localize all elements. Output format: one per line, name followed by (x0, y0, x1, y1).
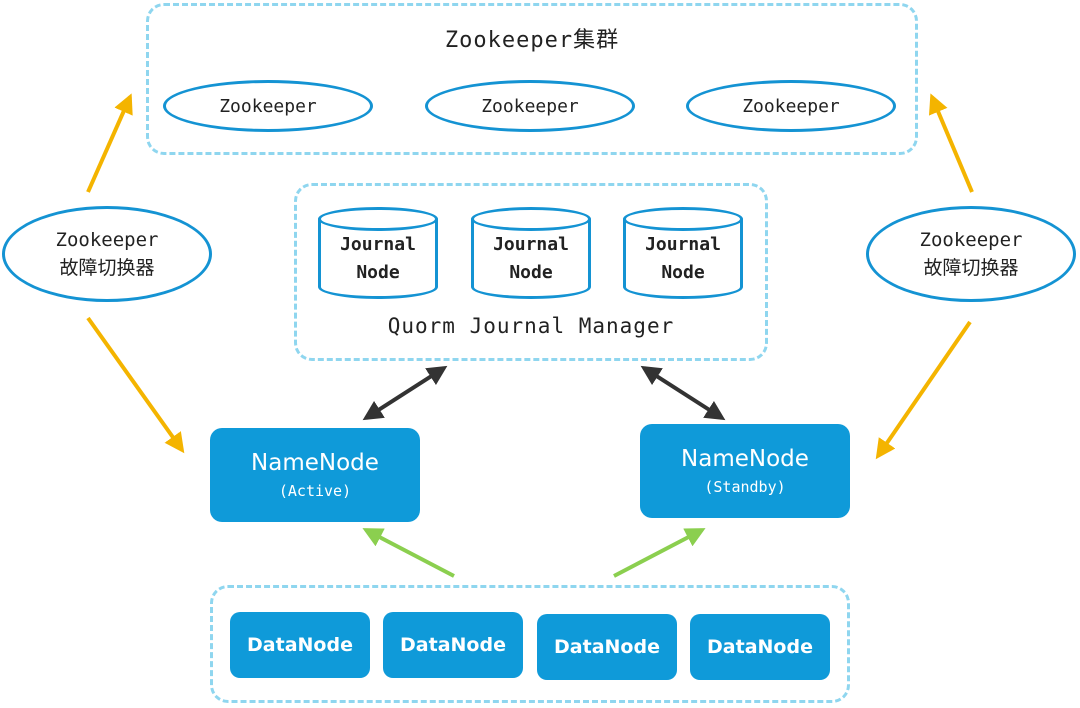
namenode-active: NameNode (Active) (210, 428, 420, 522)
datanode-1: DataNode (230, 612, 370, 678)
qjm-group: Quorm Journal Manager (294, 183, 768, 361)
qjm-label: Quorm Journal Manager (387, 314, 675, 338)
datanode-3: DataNode (537, 614, 677, 680)
arrow-datanodes-to-namenode-standby (613, 528, 706, 578)
zkfc-left-line2: 故障切换器 (59, 257, 155, 279)
arrow-zkfc-right-to-namenode-standby (875, 320, 972, 460)
namenode-standby: NameNode (Standby) (640, 424, 850, 518)
zkfc-right-line2: 故障切换器 (923, 257, 1019, 279)
journal-node-1-line1: Journal (340, 234, 416, 255)
zookeeper-cluster-group: Zookeeper集群 (146, 3, 918, 155)
zookeeper-node-1: Zookeeper (163, 80, 373, 132)
arrow-zkfc-left-to-zookeeper (86, 93, 133, 193)
arrow-namenode-standby-qjm (640, 365, 726, 421)
zookeeper-cluster-title: Zookeeper集群 (444, 28, 620, 53)
zkfc-left-line1: Zookeeper (55, 229, 159, 251)
namenode-standby-state: (Standby) (704, 478, 786, 496)
journal-node-3-line1: Journal (645, 234, 721, 255)
journal-node-2-line1: Journal (493, 234, 569, 255)
datanode-4: DataNode (690, 614, 830, 680)
journal-node-2: Journal Node (471, 207, 591, 299)
arrow-zkfc-left-to-namenode-active (86, 316, 185, 454)
journal-node-2-line2: Node (509, 262, 553, 283)
arrow-namenode-active-qjm (362, 365, 448, 421)
namenode-standby-title: NameNode (681, 446, 809, 472)
journal-node-1-line2: Node (356, 262, 400, 283)
namenode-active-state: (Active) (278, 482, 352, 500)
zookeeper-node-3: Zookeeper (686, 80, 896, 132)
arrow-datanodes-to-namenode-active (362, 528, 455, 578)
datanode-group (210, 585, 850, 703)
journal-node-3-line2: Node (661, 262, 705, 283)
zkfc-right: Zookeeper 故障切换器 (866, 206, 1076, 302)
zkfc-right-line1: Zookeeper (919, 229, 1023, 251)
datanode-2: DataNode (383, 612, 523, 678)
zookeeper-node-2: Zookeeper (425, 80, 635, 132)
arrow-zkfc-right-to-zookeeper (928, 93, 974, 193)
journal-node-1: Journal Node (318, 207, 438, 299)
journal-node-3: Journal Node (623, 207, 743, 299)
namenode-active-title: NameNode (251, 450, 379, 476)
zkfc-left: Zookeeper 故障切换器 (2, 206, 212, 302)
